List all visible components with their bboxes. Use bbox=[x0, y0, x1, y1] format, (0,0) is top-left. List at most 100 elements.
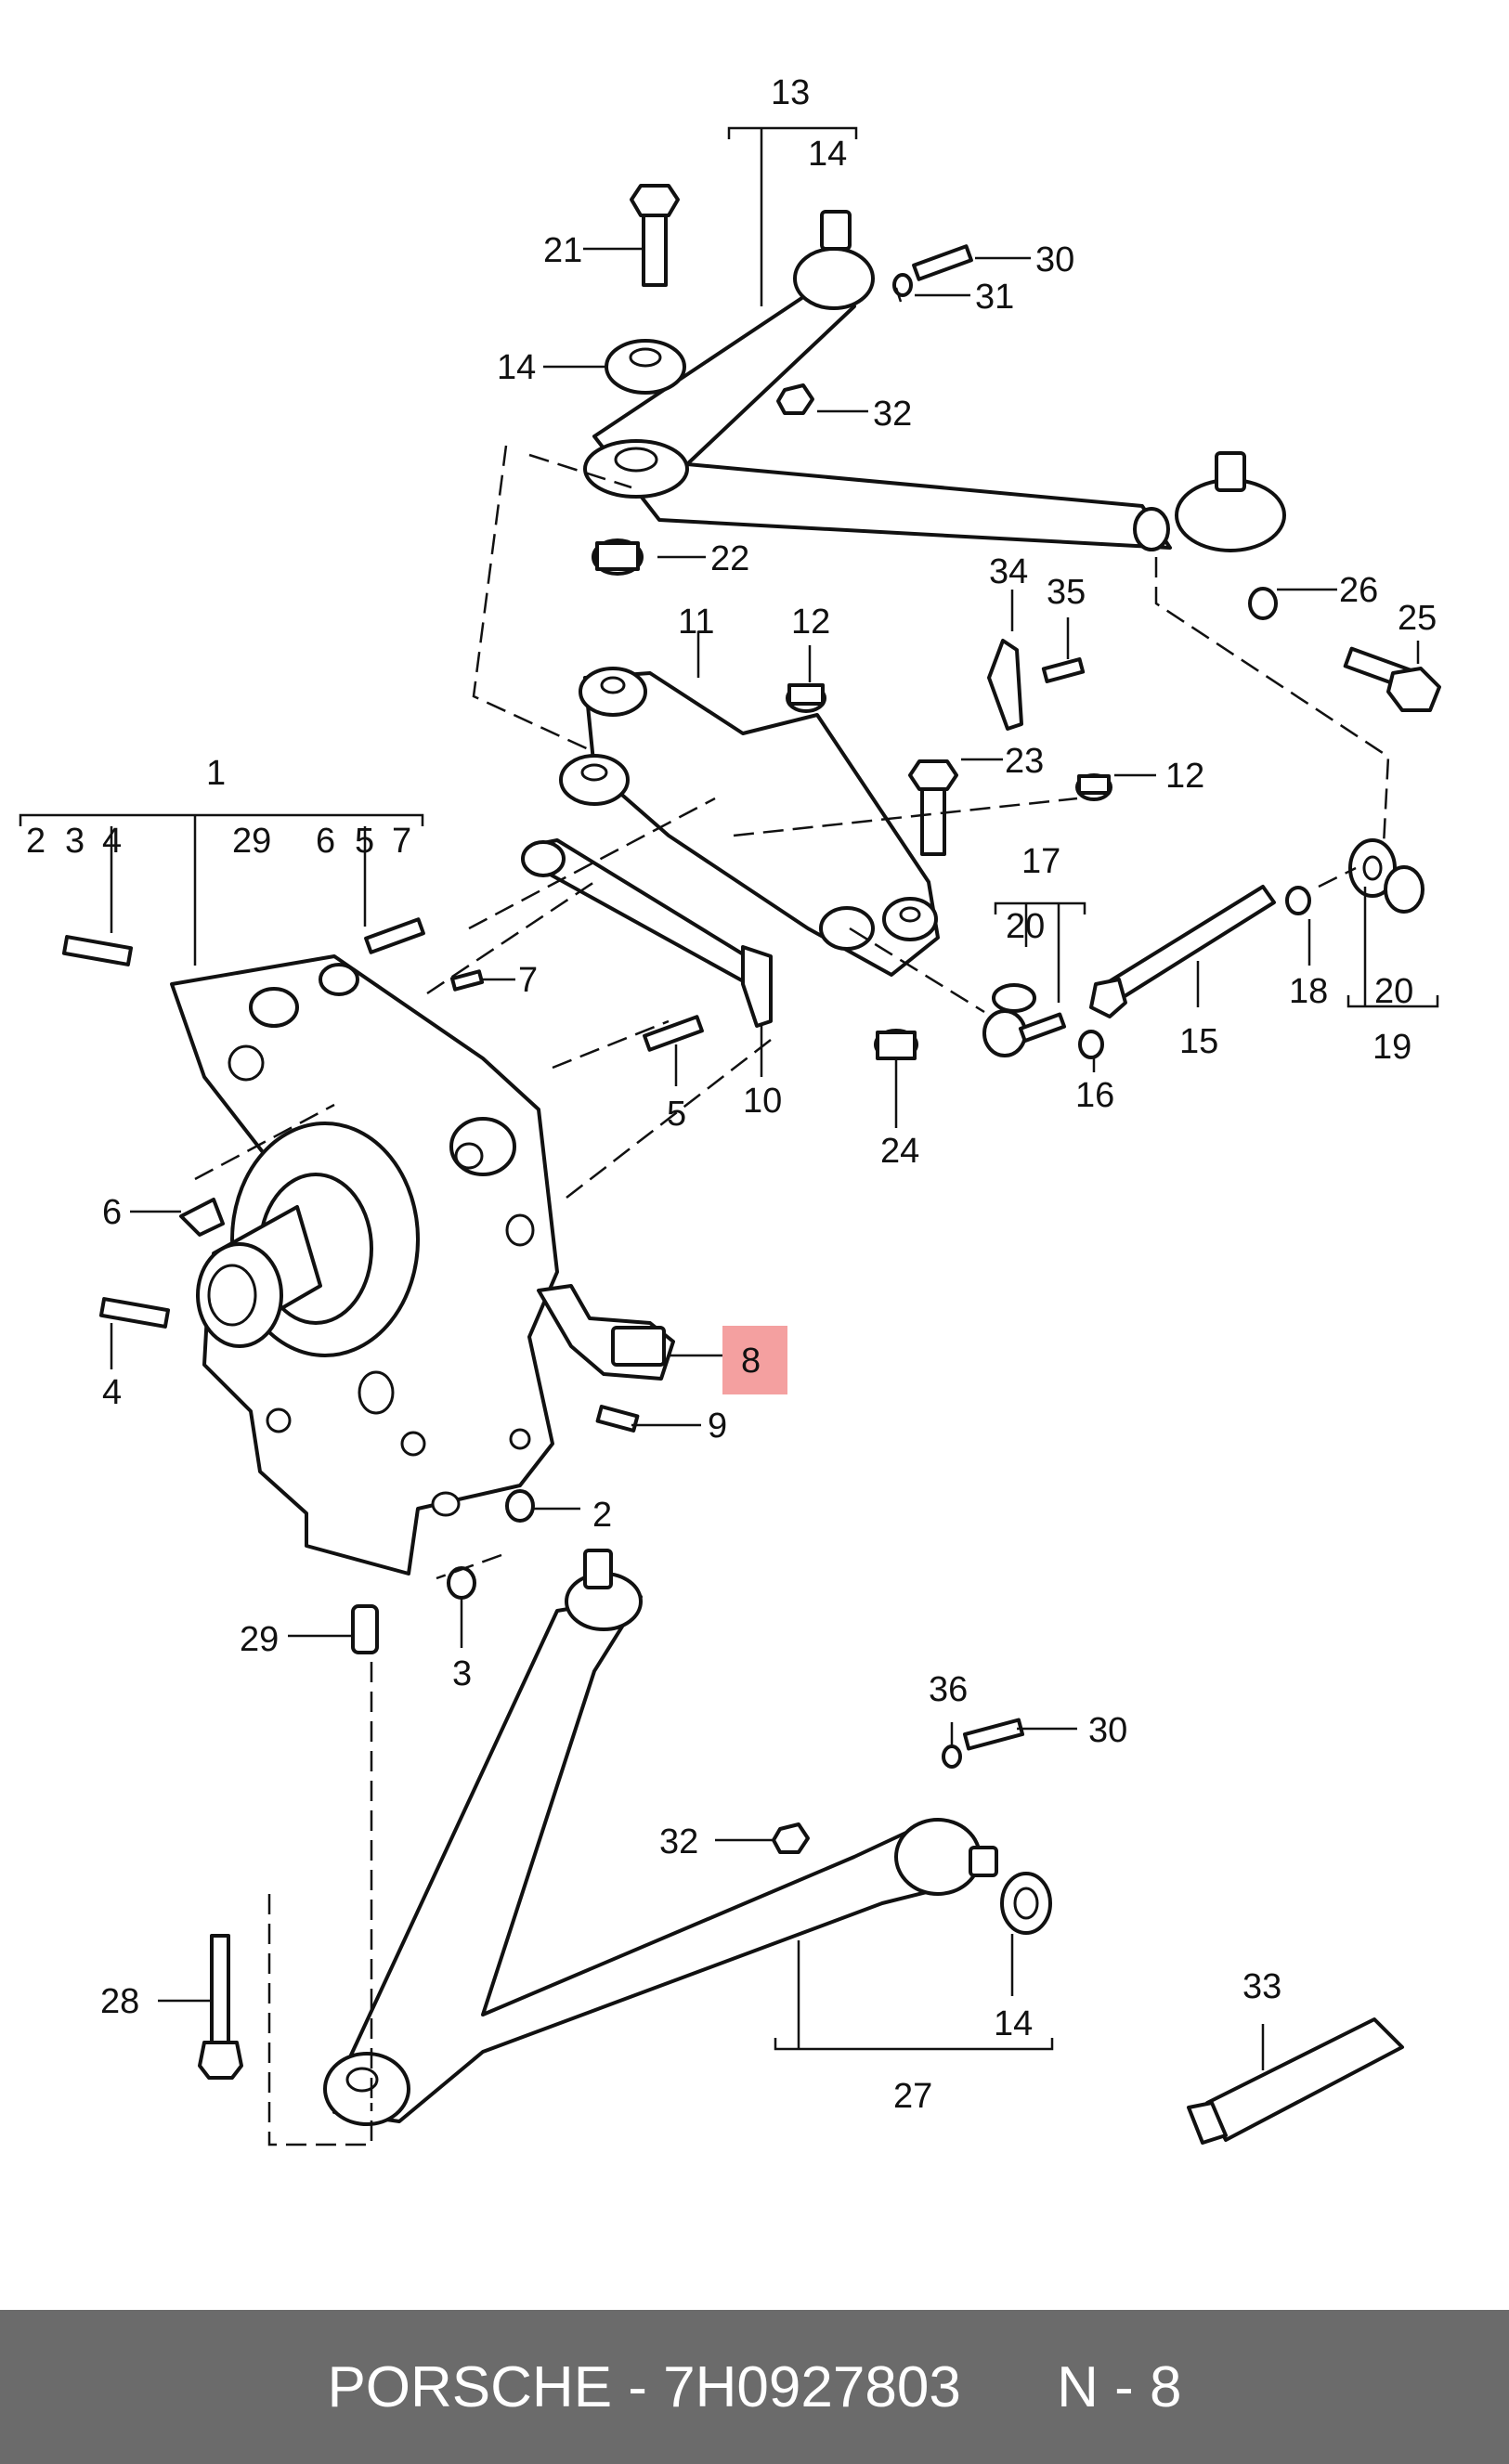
bolt-35 bbox=[1041, 657, 1086, 683]
bracket-34 bbox=[987, 639, 1023, 731]
callout-23: 23 bbox=[1005, 742, 1044, 781]
callout-33: 33 bbox=[1242, 1967, 1281, 2006]
brand-name: PORSCHE bbox=[327, 2354, 613, 2419]
bracket-11 bbox=[559, 667, 940, 977]
callout-7b: 7 bbox=[518, 961, 538, 1000]
callout-15: 15 bbox=[1179, 1022, 1218, 1061]
nut-22 bbox=[592, 538, 644, 576]
washer-31 bbox=[892, 273, 913, 297]
callout-35: 35 bbox=[1047, 573, 1086, 612]
callout-29b: 29 bbox=[240, 1620, 279, 1659]
callout-5b: 5 bbox=[667, 1095, 686, 1134]
callout-7: 7 bbox=[392, 822, 411, 861]
nut-2 bbox=[505, 1489, 535, 1523]
screw-9 bbox=[595, 1405, 640, 1433]
callout-29: 29 bbox=[232, 822, 271, 861]
bolt-21 bbox=[630, 184, 680, 287]
callout-31: 31 bbox=[975, 278, 1014, 317]
ball-joint-20 bbox=[982, 1009, 1067, 1057]
abs-sensor-8 bbox=[537, 1284, 675, 1381]
washer-26 bbox=[1248, 587, 1278, 620]
callout-19: 19 bbox=[1372, 1028, 1411, 1067]
nut-24 bbox=[874, 1029, 918, 1060]
bolt-25 bbox=[1343, 646, 1441, 712]
callout-18: 18 bbox=[1289, 972, 1328, 1011]
callout-24: 24 bbox=[880, 1132, 919, 1171]
callout-5: 5 bbox=[355, 822, 374, 861]
callout-12: 12 bbox=[791, 603, 830, 642]
callout-36: 36 bbox=[929, 1670, 968, 1709]
nut-16 bbox=[1078, 1030, 1104, 1059]
callout-16: 16 bbox=[1075, 1076, 1114, 1115]
leader-lines bbox=[110, 247, 1420, 2070]
bushing-14-upper bbox=[605, 339, 686, 395]
brackets bbox=[19, 126, 1439, 2051]
position-label: N - 8 bbox=[1057, 2354, 1182, 2419]
toe-link-15 bbox=[1089, 885, 1276, 1018]
callout-32b: 32 bbox=[659, 1822, 698, 1861]
callout-labels: 13 14 21 30 31 14 32 22 34 35 26 25 11 1… bbox=[26, 73, 1437, 2116]
callout-6: 6 bbox=[316, 822, 335, 861]
nut-12-b bbox=[1075, 773, 1112, 801]
callout-26: 26 bbox=[1339, 571, 1378, 610]
callout-14: 14 bbox=[808, 135, 847, 174]
callout-8: 8 bbox=[741, 1342, 761, 1381]
callout-27: 27 bbox=[893, 2077, 932, 2116]
separator: - bbox=[612, 2354, 664, 2419]
hub-flange bbox=[196, 1122, 420, 1357]
nut-32-upper bbox=[776, 383, 814, 415]
highlight-box bbox=[722, 1326, 787, 1394]
callout-30b: 30 bbox=[1088, 1711, 1127, 1750]
callout-14c: 14 bbox=[994, 2004, 1033, 2043]
callout-28: 28 bbox=[100, 1982, 139, 2021]
bolt-30-lower bbox=[962, 1718, 1025, 1751]
eye-end-19 bbox=[1348, 838, 1424, 914]
callout-6b: 6 bbox=[102, 1193, 122, 1232]
callout-17: 17 bbox=[1021, 842, 1060, 881]
cap-6 bbox=[179, 1198, 225, 1237]
callout-4: 4 bbox=[102, 822, 122, 861]
callout-22: 22 bbox=[710, 539, 749, 578]
sealant-tube-33 bbox=[1187, 2017, 1404, 2145]
nut-18 bbox=[1285, 886, 1311, 915]
stud-4-lower bbox=[98, 1297, 171, 1329]
screw-7 bbox=[449, 969, 485, 992]
part-number: 7H0927803 bbox=[663, 2354, 961, 2419]
callout-20: 20 bbox=[1006, 907, 1045, 946]
callout-25: 25 bbox=[1398, 599, 1437, 638]
footer-bar: PORSCHE - 7H0927803 N - 8 bbox=[0, 2310, 1509, 2464]
callout-21: 21 bbox=[543, 231, 582, 270]
bolt-28 bbox=[198, 1934, 243, 2080]
callout-3: 3 bbox=[65, 822, 85, 861]
bushing-20-a bbox=[992, 983, 1036, 1013]
callout-30: 30 bbox=[1035, 240, 1074, 279]
nut-12-a bbox=[786, 683, 826, 713]
callout-10: 10 bbox=[743, 1082, 782, 1121]
callout-3b: 3 bbox=[452, 1654, 472, 1693]
bushing-14-lower bbox=[1000, 1872, 1052, 1935]
washer-36 bbox=[942, 1744, 962, 1769]
gap bbox=[961, 2354, 1057, 2420]
sleeve-29 bbox=[351, 1604, 379, 1654]
nut-3 bbox=[447, 1566, 476, 1600]
stud-4-upper bbox=[61, 935, 134, 966]
assembly-lines bbox=[194, 287, 1390, 2146]
callout-4b: 4 bbox=[102, 1373, 122, 1412]
callout-20b: 20 bbox=[1374, 972, 1413, 1011]
link-10 bbox=[521, 838, 773, 1028]
callout-11: 11 bbox=[678, 603, 714, 642]
callout-2b: 2 bbox=[592, 1496, 612, 1535]
nut-32-lower bbox=[772, 1822, 810, 1854]
callout-1: 1 bbox=[206, 754, 226, 793]
bolt-30-upper bbox=[912, 244, 973, 281]
callout-9: 9 bbox=[708, 1407, 727, 1446]
stud-5-upper bbox=[364, 917, 425, 954]
callout-13: 13 bbox=[771, 73, 810, 112]
stud-5-lower bbox=[643, 1015, 704, 1052]
upper-control-arm bbox=[583, 210, 1286, 552]
callout-2: 2 bbox=[26, 822, 46, 861]
callout-12b: 12 bbox=[1165, 757, 1204, 796]
callout-32: 32 bbox=[873, 395, 912, 434]
lower-control-arm-27 bbox=[323, 1549, 998, 2126]
parts-diagram: 13 14 21 30 31 14 32 22 34 35 26 25 11 1… bbox=[19, 73, 1441, 2146]
